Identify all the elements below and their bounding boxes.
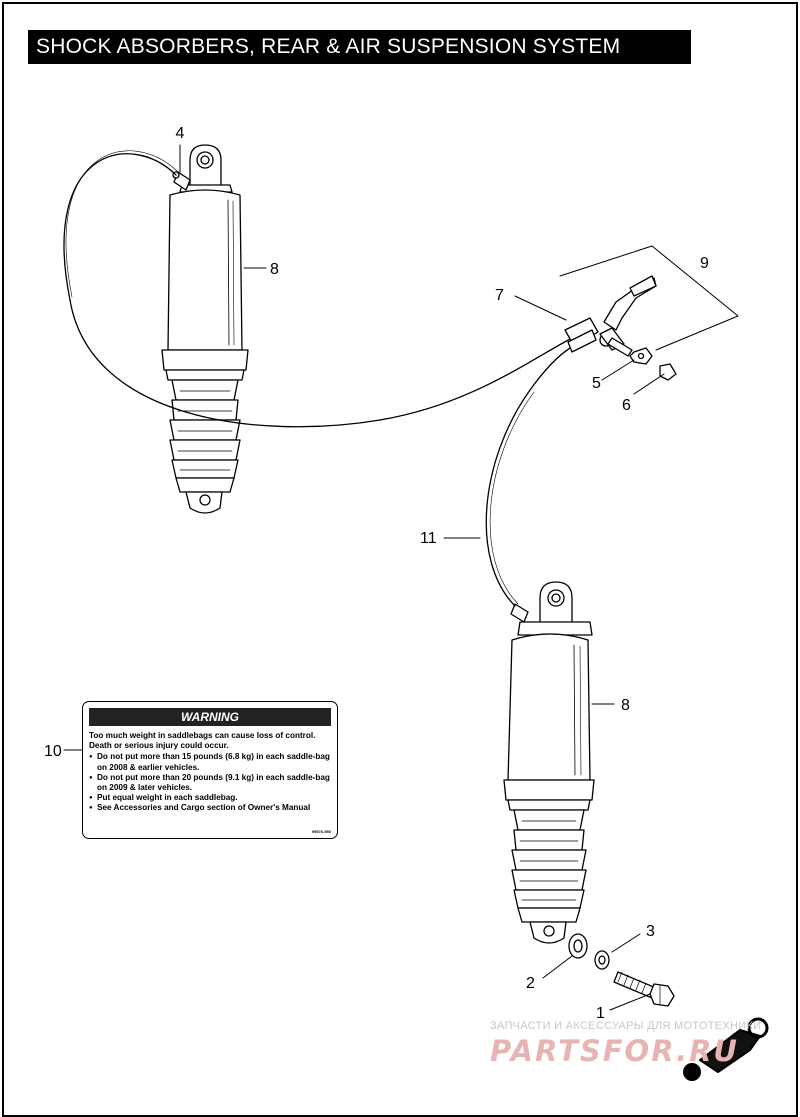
callout-7: 7 [495, 287, 504, 304]
callout-6: 6 [622, 397, 631, 414]
bolt [613, 971, 675, 1007]
warning-bullet: See Accessories and Cargo section of Own… [89, 803, 331, 813]
callout-5: 5 [592, 375, 601, 392]
callout-9: 9 [700, 255, 709, 272]
manifold-assembly [564, 275, 657, 357]
warning-bullet: Do not put more than 20 pounds (9.1 kg) … [89, 773, 331, 793]
warning-label: WARNING Too much weight in saddlebags ca… [82, 701, 338, 839]
upper-shock-absorber [161, 144, 249, 514]
washer [568, 933, 588, 959]
warning-bullet: Put equal weight in each saddlebag. [89, 793, 331, 803]
warning-bullet: Do not put more than 15 pounds (6.8 kg) … [89, 752, 331, 772]
callout-11: 11 [420, 530, 437, 547]
callout-8-upper: 8 [270, 261, 279, 278]
label-part-code: 99576-950 [311, 829, 331, 834]
callout-4: 4 [176, 125, 185, 142]
lock-washer [594, 950, 610, 970]
watermark-caption: ЗАПЧАСТИ И АКСЕССУАРЫ ДЛЯ МОТОТЕХНИКИ [490, 1020, 762, 1032]
warning-heading: WARNING [89, 708, 331, 726]
callout-1: 1 [596, 1005, 605, 1022]
warning-bullets: Do not put more than 15 pounds (6.8 kg) … [89, 752, 331, 813]
air-line-upper [63, 153, 573, 428]
nut [629, 347, 653, 365]
warning-intro: Too much weight in saddlebags can cause … [89, 731, 316, 751]
callout-3: 3 [646, 923, 655, 940]
watermark-moto-icon [683, 1017, 769, 1081]
lower-shock-absorber [503, 581, 595, 944]
callout-10: 10 [44, 743, 62, 760]
air-line-lower [485, 344, 576, 607]
watermark-brand: PARTSFOR.RU [490, 1034, 739, 1068]
callout-2: 2 [526, 975, 535, 992]
warning-text: Too much weight in saddlebags can cause … [83, 728, 337, 814]
page-title: SHOCK ABSORBERS, REAR & AIR SUSPENSION S… [28, 30, 691, 64]
valve-plug [659, 363, 677, 381]
callout-8-lower: 8 [621, 697, 630, 714]
